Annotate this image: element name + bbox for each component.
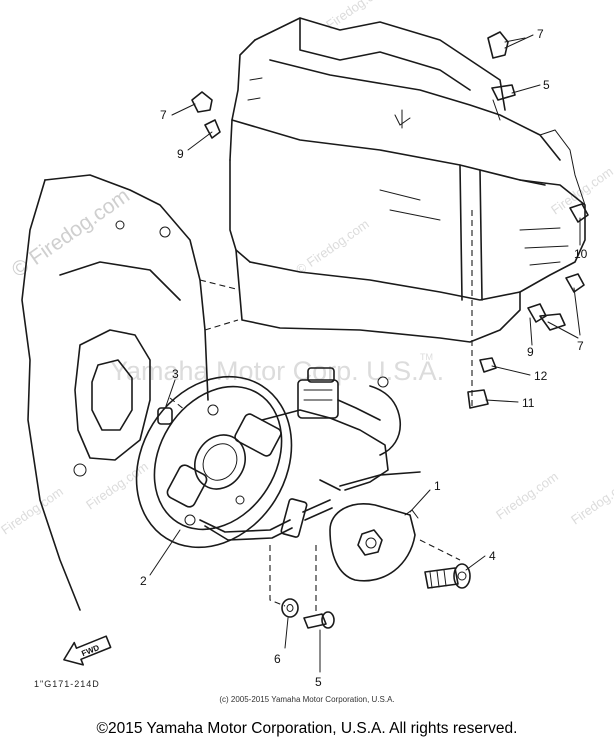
screw-5-lower [303,611,335,629]
callout-3: 3 [172,367,179,381]
watermark-firedog-center: © Firedog.com [293,216,372,277]
diagram-part-code: 1"G171-214D [34,679,100,689]
callout-7-top: 7 [537,27,544,41]
crankcase-outline [21,174,241,611]
watermark-firedog-edge-right: Firedog.com [568,474,614,528]
plug-3 [157,407,173,425]
engine-block [229,17,586,343]
callout-11: 11 [522,396,535,410]
callout-12: 12 [534,369,548,383]
callout-7-right: 7 [577,339,584,353]
washer-6 [281,598,299,618]
callout-4: 4 [489,549,496,563]
callout-2: 2 [140,574,147,588]
clamps [191,31,589,409]
bolt-4 [424,563,471,589]
wire-harness [261,367,421,538]
callout-5-top: 5 [543,78,550,92]
watermark-tm: TM [420,352,433,362]
pickup-rotor [329,503,419,582]
callout-7-left: 7 [160,108,167,122]
watermark-firedog-lower-right: Firedog.com [493,469,561,523]
fwd-arrow: FWD [63,635,112,666]
callout-9-left: 9 [177,147,184,161]
watermarks: Yamaha Motor Corp. U.S.A. TM © Firedog.c… [0,0,614,537]
watermark-firedog-edge-left: Firedog.com [0,484,66,538]
footer-copyright: ©2015 Yamaha Motor Corporation, U.S.A. A… [96,720,518,737]
leader-lines [149,34,581,673]
callout-10: 10 [574,247,588,261]
callout-5-bottom: 5 [315,675,322,689]
stator-plate [135,375,293,549]
callout-6: 6 [274,652,281,666]
coupler-body [297,379,339,419]
watermark-firedog-left: © Firedog.com [8,184,134,282]
exploded-parts-diagram: Yamaha Motor Corp. U.S.A. TM © Firedog.c… [0,0,614,689]
assembly-lines [169,210,473,615]
callout-9-right: 9 [527,345,534,359]
callout-numbers: 7 5 7 9 10 9 7 12 11 3 1 2 4 6 5 [140,27,588,689]
callout-1: 1 [434,479,441,493]
watermark-yamaha: Yamaha Motor Corp. U.S.A. [110,356,444,386]
small-copyright: (c) 2005-2015 Yamaha Motor Corporation, … [219,695,395,704]
watermark-firedog-right: Firedog.com [548,164,614,218]
